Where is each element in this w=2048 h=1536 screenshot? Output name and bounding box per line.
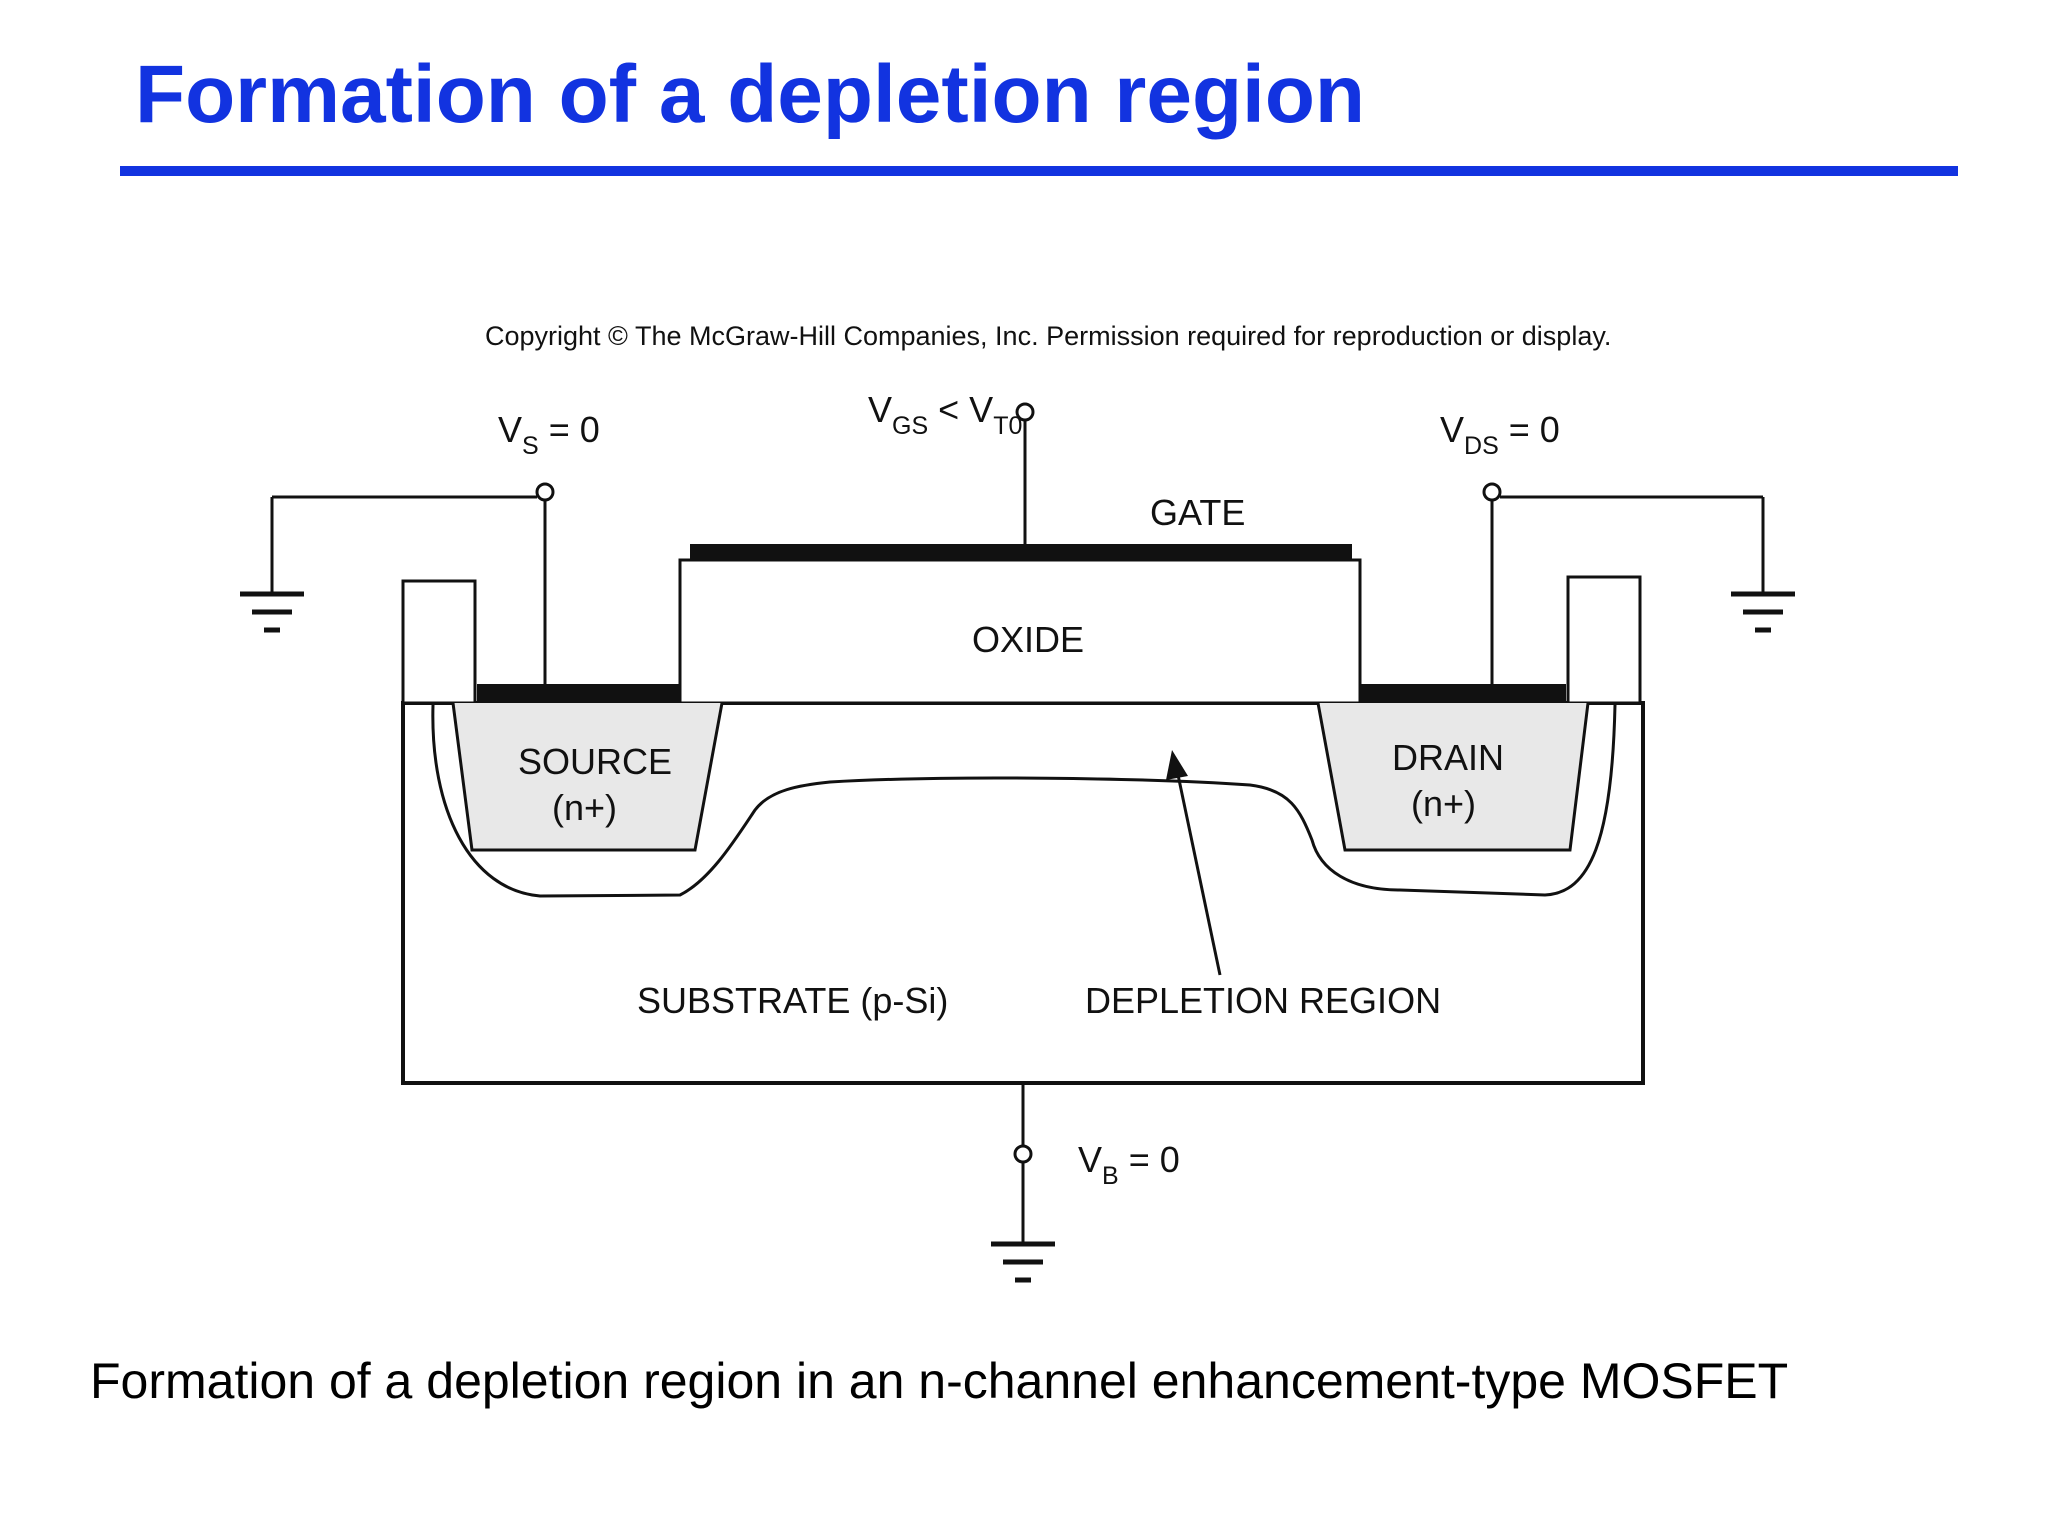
depletion-label: DEPLETION REGION xyxy=(1085,980,1441,1021)
field-oxide-right xyxy=(1566,575,1642,705)
gate-metal xyxy=(690,544,1352,560)
ground-icon-right xyxy=(1731,591,1795,633)
drain-contact xyxy=(1360,684,1566,702)
oxide-label: OXIDE xyxy=(972,619,1084,660)
source-region xyxy=(451,702,724,852)
source-terminal xyxy=(535,482,555,502)
drain-region xyxy=(1316,702,1590,852)
slide-title: Formation of a depletion region xyxy=(135,49,1365,140)
ground-icon-bottom xyxy=(991,1241,1055,1283)
depletion-arrow-head xyxy=(1166,750,1188,780)
depletion-arrow-line xyxy=(1175,769,1222,976)
title-rule xyxy=(120,166,1958,176)
vs-label: VS = 0 xyxy=(498,409,600,460)
substrate-label: SUBSTRATE (p-Si) xyxy=(637,980,948,1021)
vgs-label: VGS < VT0 xyxy=(868,389,1022,440)
drain-terminal xyxy=(1482,482,1502,502)
source-contact xyxy=(477,684,680,702)
drain-label: DRAIN xyxy=(1392,737,1504,778)
copyright-text: Copyright © The McGraw-Hill Companies, I… xyxy=(485,321,1611,351)
source-type-label: (n+) xyxy=(552,787,617,828)
gate-oxide xyxy=(678,558,1362,705)
body-terminal xyxy=(1013,1144,1033,1164)
gate-label: GATE xyxy=(1150,492,1245,533)
gate-terminal xyxy=(1015,402,1035,422)
vds-label: VDS = 0 xyxy=(1440,409,1560,460)
source-label: SOURCE xyxy=(518,741,672,782)
slide-caption: Formation of a depletion region in an n-… xyxy=(90,1353,1789,1409)
vb-label: VB = 0 xyxy=(1078,1139,1180,1190)
field-oxide-left xyxy=(401,579,477,705)
ground-icon-left xyxy=(240,591,304,633)
drain-type-label: (n+) xyxy=(1411,783,1476,824)
depletion-boundary xyxy=(431,704,1617,898)
